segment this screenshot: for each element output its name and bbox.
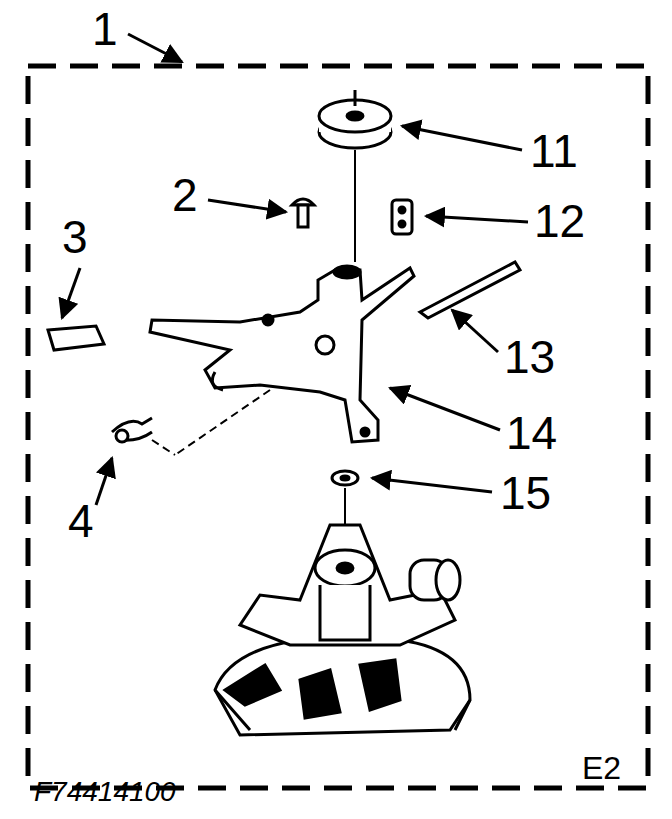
callout-number: 11 [530,128,578,174]
leader-lines [62,34,528,505]
assembly-frame [28,66,648,788]
drawing-code: E2 [582,752,621,784]
drawing-code: F74414100 [34,778,176,806]
callout-number: 3 [62,214,88,260]
callout-number: 12 [534,198,585,244]
parts [48,90,520,735]
callout-number: 14 [506,410,557,456]
callout-number: 1 [92,6,118,52]
callout-number: 4 [68,498,94,544]
callout-number: 13 [504,334,555,380]
callout-number: 15 [500,470,551,516]
callout-number: 2 [172,172,198,218]
